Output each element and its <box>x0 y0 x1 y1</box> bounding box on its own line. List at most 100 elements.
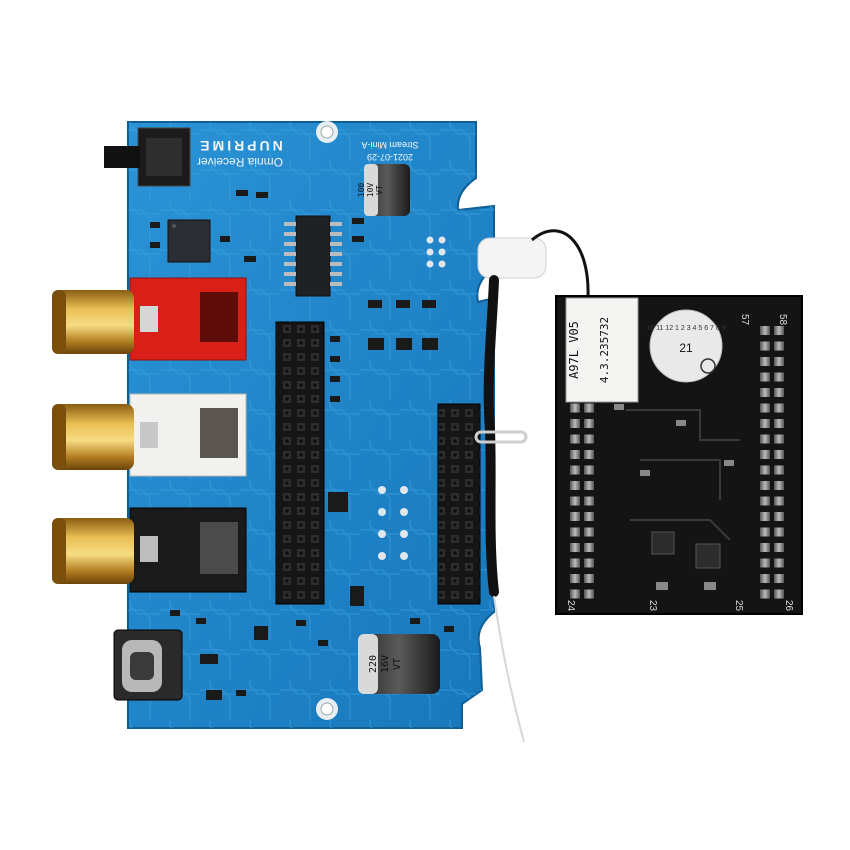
wire-pads <box>426 236 446 268</box>
module-pin <box>760 450 770 459</box>
pin-label: 24 <box>565 600 576 612</box>
date-sticker: 10 11 12 1 2 3 4 5 6 7 8 9 21 <box>646 309 726 383</box>
module-pin <box>774 434 784 444</box>
slide-switch <box>104 127 191 187</box>
module-pin <box>760 403 770 413</box>
module-pin <box>760 372 770 382</box>
module-pin <box>760 434 770 444</box>
mounting-hole <box>316 698 338 720</box>
mounting-hole <box>316 121 338 143</box>
module-pin <box>760 589 770 599</box>
capacitor-bottom-voltage: 16V <box>380 655 391 673</box>
board-date-text: 2021-07-29 <box>367 152 413 162</box>
via-pads <box>378 486 408 560</box>
module-pin <box>760 558 770 568</box>
sticker-center: 21 <box>679 341 693 355</box>
module-pin <box>774 419 784 428</box>
sticker-numbers: 10 11 12 1 2 3 4 5 6 7 8 9 <box>646 325 725 332</box>
module-pin <box>570 527 580 537</box>
capacitor-bottom: 220 16V VT <box>358 634 440 694</box>
module-pin <box>774 558 784 568</box>
capacitor-top-series: VT <box>375 185 384 195</box>
module-pin <box>584 434 594 444</box>
pin-label: 57 <box>739 314 750 326</box>
capacitor-top-value: 100 <box>357 183 366 198</box>
module-pin <box>584 589 594 599</box>
module-pin <box>760 341 770 351</box>
module-pin <box>774 481 784 490</box>
module-pin <box>570 512 580 521</box>
pin-label: 58 <box>777 314 788 326</box>
module-pin <box>760 574 770 583</box>
module-pin <box>774 527 784 537</box>
pin-label: 26 <box>783 600 794 612</box>
module-pin <box>774 512 784 521</box>
module-pin <box>760 419 770 428</box>
module-pin <box>570 574 580 583</box>
capacitor-bottom-series: VT <box>392 658 403 670</box>
module-pin <box>584 558 594 568</box>
rca-jack-black <box>52 507 247 593</box>
module-pin <box>570 434 580 444</box>
module-pin <box>760 512 770 521</box>
module-pin <box>584 450 594 459</box>
module-pin <box>774 589 784 599</box>
module-pin <box>570 465 580 475</box>
module-pin <box>774 496 784 506</box>
module-pin <box>760 543 770 552</box>
module-pin <box>584 496 594 506</box>
pin-header-left <box>275 321 325 605</box>
pin-label: 23 <box>647 600 658 612</box>
module-pin <box>584 527 594 537</box>
module-model-text: A97L V05 <box>567 321 581 379</box>
smd-components <box>150 190 454 700</box>
module-pin <box>760 357 770 366</box>
ic-chip <box>167 219 211 263</box>
module-pin <box>774 450 784 459</box>
module-label: A97L V05 4.3.235732 <box>565 297 639 403</box>
rca-jack-white <box>52 393 247 477</box>
module-pin <box>774 341 784 351</box>
pin-header-right <box>437 403 481 605</box>
board-brand-text: NUPRIME <box>197 138 283 154</box>
board-model-text: Stream Mini-A <box>361 140 418 150</box>
module-pin <box>774 465 784 475</box>
pin-label: 25 <box>733 600 744 612</box>
module-pins-right <box>760 326 784 599</box>
module-pin <box>760 388 770 397</box>
module-pin <box>584 574 594 583</box>
main-board: 2021-07-29 Stream Mini-A Omnia Receiver … <box>52 121 495 729</box>
module-pin <box>774 403 784 413</box>
module-pin <box>584 419 594 428</box>
module-pin <box>760 496 770 506</box>
module-pin <box>760 326 770 335</box>
module-pin <box>570 496 580 506</box>
antenna <box>474 229 590 743</box>
capacitor-top: 100 10V VT <box>357 164 410 216</box>
usb-c-port <box>113 629 183 701</box>
module-pin <box>774 372 784 382</box>
module-pin <box>584 481 594 490</box>
module-pin <box>570 450 580 459</box>
module-pin <box>774 543 784 552</box>
module-pin <box>760 527 770 537</box>
module-pin <box>570 419 580 428</box>
module-pin <box>760 481 770 490</box>
capacitor-bottom-value: 220 <box>368 655 379 673</box>
module-pin <box>570 543 580 552</box>
module-pin <box>570 558 580 568</box>
rca-jack-red <box>52 277 247 361</box>
module-pin <box>774 357 784 366</box>
capacitor-top-voltage: 10V <box>366 183 375 198</box>
module-pin <box>774 326 784 335</box>
module-pin <box>570 403 580 413</box>
module-pin <box>584 403 594 413</box>
module-pin <box>584 543 594 552</box>
ic-chip <box>284 215 342 297</box>
module-pin <box>584 512 594 521</box>
module-components <box>614 404 740 590</box>
module-pin <box>774 388 784 397</box>
module-pin <box>570 481 580 490</box>
module-pin <box>760 465 770 475</box>
